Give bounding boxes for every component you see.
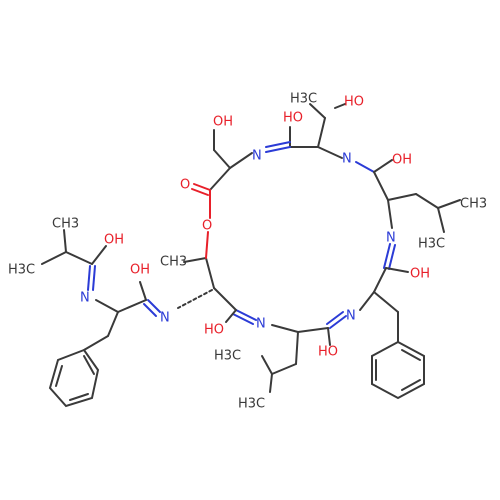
atom-label-ch3: H3C (418, 237, 445, 252)
bond (213, 287, 237, 311)
bond (87, 265, 91, 291)
atom-label-layer: H3C HO OH HO N N OH O O CH3 H3C N OH CH3… (8, 92, 487, 412)
bond (415, 193, 439, 209)
atom-label-nitrogen: N (342, 152, 352, 167)
bond (329, 315, 347, 329)
bond (92, 265, 96, 291)
bond (388, 244, 396, 270)
bond (229, 152, 253, 169)
bond (209, 167, 231, 191)
atom-label-ch3: CH3 (160, 255, 187, 270)
bond (373, 267, 387, 293)
bond (383, 243, 391, 269)
bond (65, 251, 93, 265)
atom-label-oxygen: O (180, 178, 190, 193)
bond-layer (41, 103, 461, 408)
bond (401, 349, 421, 361)
bond (205, 231, 209, 259)
bond (265, 146, 291, 153)
bond (55, 365, 63, 387)
atom-label-nitrogen: N (256, 317, 266, 332)
bond (373, 171, 389, 201)
bond (401, 379, 421, 391)
bond (183, 257, 207, 263)
bond (265, 141, 291, 148)
bond (261, 355, 273, 375)
bond (63, 229, 67, 253)
atom-label-hydroxyl: HO (318, 345, 338, 360)
bond (373, 159, 393, 173)
atom-label-ch3: CH3 (52, 217, 79, 232)
bond (95, 299, 119, 313)
bond (437, 199, 461, 209)
atom-label-hydroxyl: HO (204, 323, 224, 338)
bond (107, 311, 119, 337)
atom-label-nitrogen: N (252, 149, 262, 164)
bond (271, 324, 299, 333)
bond (91, 245, 107, 265)
bond (83, 335, 109, 351)
atom-label-ch3: H3C (8, 263, 35, 278)
bond (355, 161, 375, 173)
atom-label-hydroxyl: OH (410, 267, 430, 282)
bond (191, 188, 209, 196)
bond (317, 117, 326, 148)
atom-label-ch3: H3C (290, 92, 317, 107)
bond (326, 311, 344, 325)
bond (387, 193, 417, 201)
bond (232, 313, 254, 325)
bond (147, 299, 161, 313)
bond (295, 331, 299, 365)
benzene-ring-right (371, 340, 425, 400)
atom-label-hydroxyl: HO (283, 111, 303, 126)
bond (387, 199, 393, 229)
bond (359, 291, 375, 311)
bond (117, 299, 147, 313)
bond (309, 103, 326, 119)
atom-label-ch3: H3C (214, 349, 241, 364)
bond (69, 393, 89, 401)
atom-label-hydroxyl: OH (130, 263, 150, 278)
bond (41, 251, 67, 265)
atom-label-hydroxyl: OH (213, 115, 233, 130)
bond (139, 281, 147, 301)
bond (235, 309, 257, 321)
atom-label-ch3: H3C (238, 397, 265, 412)
bond (327, 327, 331, 346)
bond (213, 149, 231, 169)
bond (269, 373, 273, 393)
atom-label-hydroxyl: OH (104, 233, 124, 248)
bond (334, 103, 346, 109)
bond (297, 327, 329, 333)
bond (143, 303, 157, 317)
atom-label-hydroxyl: OH (392, 153, 412, 168)
atom-label-nitrogen: N (346, 309, 356, 324)
atom-label-ch3: CH3 (460, 197, 487, 212)
atom-label-oxygen: O (202, 219, 212, 234)
bond (271, 363, 297, 375)
atom-label-nitrogen: N (160, 311, 170, 326)
bond (373, 291, 399, 313)
bond (385, 267, 409, 273)
bond (317, 146, 343, 159)
atom-label-nitrogen: N (80, 291, 90, 306)
bond (205, 257, 215, 289)
bond-hashed (177, 289, 213, 309)
benzene-ring-left (48, 348, 100, 408)
bond (225, 309, 237, 323)
atom-label-nitrogen: N (386, 231, 396, 246)
atom-label-hydroxyl: HO (344, 95, 364, 110)
bond (437, 207, 445, 233)
bond (83, 355, 95, 375)
bond (193, 183, 211, 191)
